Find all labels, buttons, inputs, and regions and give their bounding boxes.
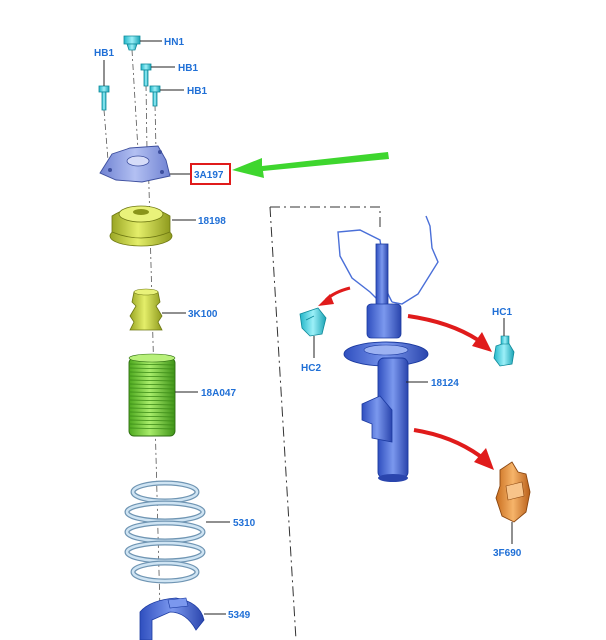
hb1-bolt-right-icon[interactable]	[149, 85, 161, 107]
red-arrow-to-hc1-icon	[407, 314, 492, 352]
dust-boot-part-icon[interactable]	[128, 353, 176, 437]
callout-hb1-left[interactable]: HB1	[94, 48, 114, 59]
callout-hc1[interactable]: HC1	[492, 307, 512, 318]
assembly-axis-left	[147, 149, 161, 611]
strut-assembly-part-icon[interactable]	[337, 215, 439, 482]
lower-seat-part-icon[interactable]	[139, 597, 205, 640]
top-mount-part-icon[interactable]	[99, 145, 171, 183]
hn1-nut-icon[interactable]	[123, 35, 141, 51]
callout-hc2[interactable]: HC2	[301, 363, 321, 374]
callout-strut[interactable]: 18124	[431, 378, 459, 389]
callout-dust-boot[interactable]: 18A047	[201, 388, 236, 399]
assembly-boundary	[269, 206, 381, 640]
callout-bracket[interactable]: 3F690	[493, 548, 522, 559]
hc2-clip-part-icon[interactable]	[299, 307, 327, 337]
hc1-clip-part-icon[interactable]	[493, 335, 515, 367]
bump-stop-part-icon[interactable]	[129, 288, 163, 331]
bolt-axis-2	[145, 84, 148, 151]
bolt-axis-3	[154, 104, 157, 151]
nut-axis	[131, 49, 139, 151]
callout-lower-seat[interactable]: 5349	[228, 610, 251, 621]
callout-hn1[interactable]: HN1	[164, 37, 184, 48]
hb1-bolt-middle-icon[interactable]	[140, 63, 152, 87]
red-arrow-to-hc2-icon	[318, 286, 351, 306]
highlight-box	[190, 163, 231, 185]
hb1-bolt-left-icon[interactable]	[98, 85, 110, 111]
spring-seat-part-icon[interactable]	[109, 205, 173, 247]
bracket-part-icon[interactable]	[495, 461, 531, 523]
red-arrow-to-bracket-icon	[413, 428, 494, 470]
green-pointer-arrow-icon	[232, 152, 389, 178]
callout-coil-spring[interactable]: 5310	[233, 518, 256, 529]
callout-top-mount[interactable]: 3A197	[194, 170, 224, 181]
callout-hb1-middle[interactable]: HB1	[178, 63, 198, 74]
callout-spring-seat[interactable]: 18198	[198, 216, 226, 227]
callout-hb1-right[interactable]: HB1	[187, 86, 207, 97]
callout-bump-stop[interactable]: 3K100	[188, 309, 218, 320]
coil-spring-part-icon[interactable]	[124, 480, 206, 584]
bolt-axis-1	[103, 109, 109, 161]
